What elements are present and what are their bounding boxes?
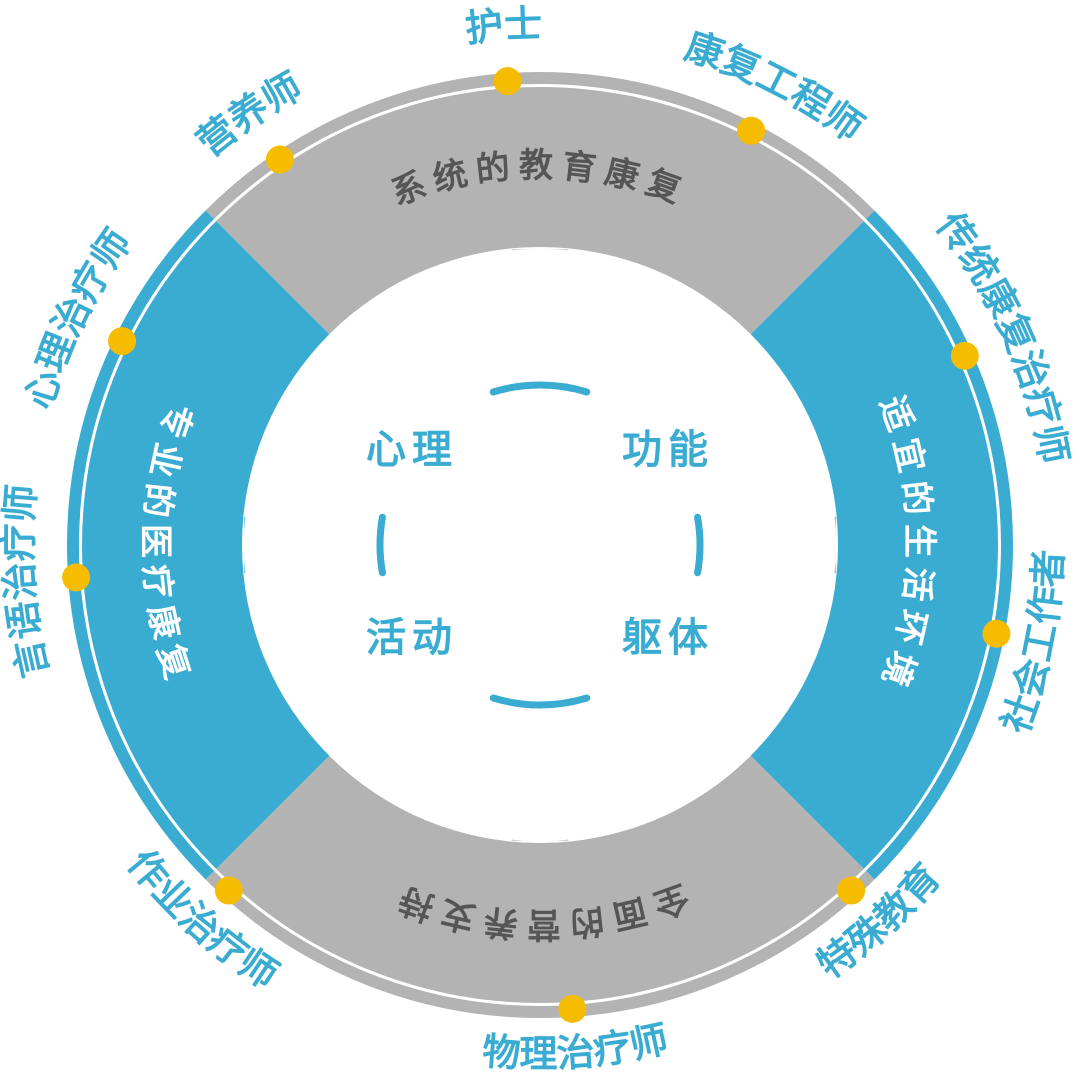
center-circle bbox=[244, 249, 836, 841]
band-right bbox=[750, 221, 998, 869]
role-dot bbox=[982, 619, 1011, 648]
hub-word-top-left: 心理 bbox=[366, 427, 458, 473]
role-label: 物理治疗师 bbox=[481, 1017, 672, 1076]
section-bands bbox=[81, 87, 998, 1003]
role-dot bbox=[265, 145, 294, 174]
role-dot bbox=[493, 67, 522, 96]
role-dot bbox=[108, 327, 137, 356]
hub-arc-right bbox=[694, 513, 704, 577]
outer-ring-left bbox=[67, 210, 215, 880]
role-dot bbox=[558, 994, 587, 1023]
role-dot bbox=[837, 876, 866, 905]
role-dots bbox=[62, 67, 1011, 1023]
role-dot bbox=[214, 876, 243, 905]
role-dot bbox=[737, 116, 766, 145]
band-left bbox=[81, 221, 330, 869]
role-label: 护士 bbox=[463, 2, 543, 51]
band-top bbox=[216, 87, 864, 335]
hub-arc-top bbox=[489, 381, 591, 396]
outer-ring-top bbox=[205, 72, 875, 220]
outer-ring-right bbox=[865, 210, 1013, 880]
role-dot bbox=[62, 563, 91, 592]
hub-word-bottom-left: 活动 bbox=[366, 615, 458, 661]
role-dot bbox=[950, 341, 979, 370]
hub-arc-bottom bbox=[489, 694, 591, 709]
hub-arc-left bbox=[376, 513, 386, 577]
role-label: 言语治疗师 bbox=[0, 483, 57, 682]
outer-rings bbox=[67, 72, 1013, 1018]
hub-word-bottom-right: 躯体 bbox=[622, 615, 714, 661]
band-bottom bbox=[216, 755, 864, 1003]
outer-ring-bottom bbox=[205, 870, 875, 1018]
hub-word-top-right: 功能 bbox=[622, 427, 714, 473]
